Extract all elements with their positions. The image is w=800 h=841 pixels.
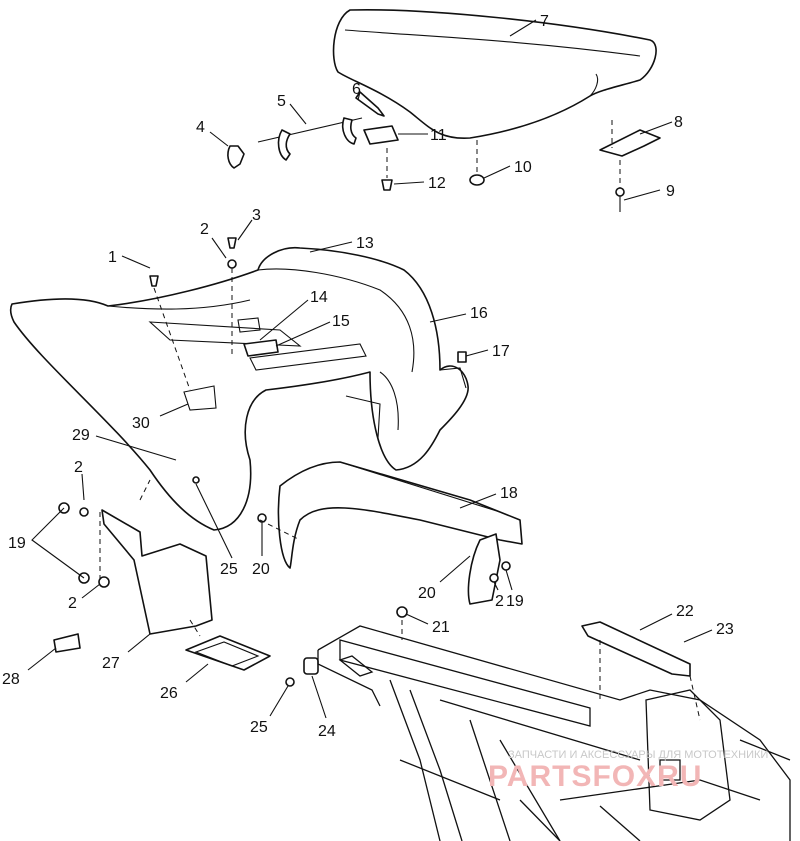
callout-7: 7 (540, 13, 549, 30)
dashed-alignment-lines (99, 479, 301, 637)
callout-20-mid: 20 (252, 561, 270, 578)
pad-part-11 (363, 125, 399, 145)
strap-part-22[interactable] (581, 621, 691, 677)
skid-plate-part-26[interactable] (185, 635, 271, 671)
callout-9: 9 (666, 183, 675, 200)
callout-10: 10 (514, 159, 532, 176)
callout-17: 17 (492, 343, 510, 360)
decal-parts-14-15[interactable] (237, 317, 279, 357)
watermark-tagline: ЗАПЧАСТИ И АКСЕССУАРЫ ДЛЯ МОТОТЕХНИКИ (508, 749, 768, 761)
callout-4: 4 (196, 119, 205, 136)
callout-12: 12 (428, 175, 446, 192)
seat-latch-assembly[interactable] (227, 91, 399, 169)
bolt-part-17[interactable] (457, 351, 467, 363)
callout-15: 15 (332, 313, 350, 330)
callout-5: 5 (277, 93, 286, 110)
callout-25-mid: 25 (220, 561, 238, 578)
bracket-part-8[interactable] (599, 120, 661, 157)
callout-labels: 7 5 6 4 11 8 10 12 9 3 2 13 1 14 15 16 1… (2, 13, 734, 740)
bolt-part-3[interactable] (227, 237, 237, 358)
plate-part-28[interactable] (53, 633, 81, 653)
bolt-part-25[interactable] (192, 476, 408, 687)
callout-18: 18 (500, 485, 518, 502)
callout-2-lower-left: 2 (68, 595, 77, 612)
callout-21: 21 (432, 619, 450, 636)
fender-panel-part-18[interactable] (277, 461, 523, 569)
callout-19-right: 19 (506, 593, 524, 610)
fastener-12[interactable] (381, 148, 393, 191)
vehicle-frame (317, 620, 791, 841)
callout-23: 23 (716, 621, 734, 638)
watermark-logo: PARTSFOXRU (488, 760, 702, 793)
callout-2-mid-left: 2 (74, 459, 83, 476)
watermark: ЗАПЧАСТИ И АКСЕССУАРЫ ДЛЯ МОТОТЕХНИКИ PA… (488, 749, 768, 793)
callout-26: 26 (160, 685, 178, 702)
callout-19-left: 19 (8, 535, 26, 552)
callout-6: 6 (352, 81, 361, 98)
callout-30: 30 (132, 415, 150, 432)
bushing-part-24[interactable] (303, 657, 319, 675)
mud-flap-part-27[interactable] (101, 509, 213, 635)
bolt-part-1[interactable] (149, 275, 191, 391)
clip-part-4 (227, 145, 245, 169)
callout-29: 29 (72, 427, 90, 444)
fastener-9[interactable] (615, 160, 625, 212)
callout-16: 16 (470, 305, 488, 322)
callout-2-top: 2 (200, 221, 209, 238)
callout-14: 14 (310, 289, 328, 306)
callout-27: 27 (102, 655, 120, 672)
callout-13: 13 (356, 235, 374, 252)
washers-left-parts-2-19[interactable] (58, 502, 110, 588)
seat-part-7[interactable] (332, 9, 657, 139)
callout-2-right: 2 (495, 593, 504, 610)
callout-25-low: 25 (250, 719, 268, 736)
callout-8: 8 (674, 114, 683, 131)
callout-22: 22 (676, 603, 694, 620)
callout-1: 1 (108, 249, 117, 266)
callout-28: 28 (2, 671, 20, 688)
callout-20-right: 20 (418, 585, 436, 602)
callout-24: 24 (318, 723, 336, 740)
callout-3: 3 (252, 207, 261, 224)
callout-11: 11 (430, 127, 447, 144)
leader-lines (27, 19, 713, 719)
grommet-10[interactable] (469, 140, 485, 186)
